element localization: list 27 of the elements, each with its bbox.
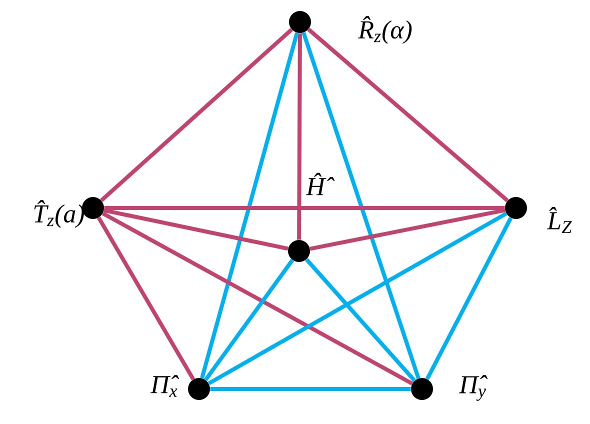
connector-line <box>200 32 299 379</box>
node-label: Π̂$_{x}$ <box>150 375 179 397</box>
dot <box>411 378 433 400</box>
connector-line <box>104 208 288 251</box>
connector-line <box>96 216 196 380</box>
connector-line <box>297 33 302 240</box>
dot <box>505 197 527 219</box>
dot <box>289 11 311 33</box>
node-label: L̂$_{Z}$ <box>546 207 572 233</box>
node-label: Π̂$_{y}$ <box>458 375 488 401</box>
connector-line <box>100 28 294 202</box>
connector-line <box>208 212 508 386</box>
node-label: R̂$_{z}$(α) <box>358 16 412 44</box>
connector-line <box>204 258 294 382</box>
connector-line <box>302 32 420 379</box>
connector-line <box>307 28 509 202</box>
connector-line <box>310 208 506 251</box>
connector-line <box>102 212 414 386</box>
connector-line <box>425 217 513 380</box>
dot <box>188 378 210 400</box>
node-label: T̂$_{z}$(a) <box>34 200 84 228</box>
dot <box>82 197 104 219</box>
connector-line <box>210 387 411 391</box>
connector-line <box>304 258 416 382</box>
connector-line <box>104 206 505 210</box>
node-label: Ĥ̂ <box>306 172 335 196</box>
dot <box>288 240 310 262</box>
